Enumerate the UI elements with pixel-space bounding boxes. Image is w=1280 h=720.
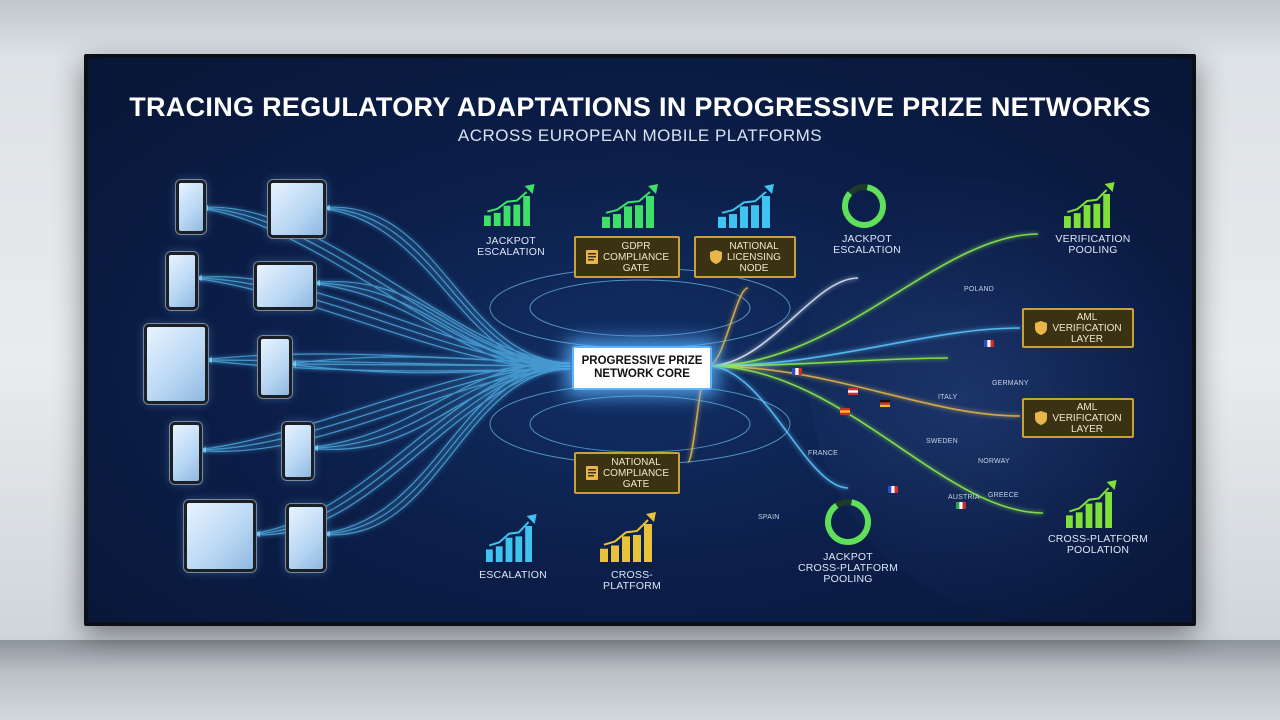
map-country-label: AUSTRIA: [948, 494, 980, 501]
tablet-device: [268, 180, 326, 238]
phone-device: [282, 422, 314, 480]
flag-icon: [888, 486, 898, 493]
bar-chart-up-icon: [1064, 182, 1115, 228]
flag-icon: [956, 502, 966, 509]
phone-device: [170, 422, 202, 484]
tablet-device: [184, 500, 256, 572]
document-icon: [585, 466, 598, 480]
infographic-panel: TRACING REGULATORY ADAPTATIONS IN PROGRE…: [88, 58, 1192, 622]
phone-device: [286, 504, 326, 572]
tablet-device: [254, 262, 316, 310]
map-country-label: GERMANY: [992, 380, 1029, 387]
map-country-label: ITALY: [938, 394, 958, 401]
flag-icon: [792, 368, 802, 375]
bar-chart-up-icon: [602, 184, 658, 228]
flag-icon: [848, 388, 858, 395]
ring-gauge-icon: [825, 499, 871, 545]
core-label-line2: NETWORK CORE: [594, 368, 690, 380]
floor: [0, 640, 1280, 720]
shield-icon: [1035, 411, 1048, 425]
map-country-label: POLAND: [964, 286, 994, 293]
network-core-node: PROGRESSIVE PRIZE NETWORK CORE: [572, 346, 712, 390]
page-subtitle: ACROSS EUROPEAN MOBILE PLATFORMS: [457, 126, 823, 145]
bar-chart-up-icon: [600, 512, 656, 562]
cross-platform-label: CROSS-PLATFORM: [603, 569, 661, 592]
shield-icon: [710, 250, 723, 264]
map-country-label: FRANCE: [808, 450, 838, 457]
flag-icon: [840, 408, 850, 415]
phone-device: [258, 336, 292, 398]
ring-gauge-icon: [842, 184, 886, 228]
bar-chart-up-icon: [1066, 480, 1117, 528]
page-title: TRACING REGULATORY ADAPTATIONS IN PROGRE…: [129, 92, 1151, 122]
map-country-label: SWEDEN: [926, 438, 958, 445]
bar-chart-up-icon: [718, 184, 774, 228]
map-country-label: SPAIN: [758, 514, 780, 521]
bar-chart-up-icon: [486, 514, 537, 562]
map-country-label: NORWAY: [978, 458, 1010, 465]
phone-device: [176, 180, 206, 234]
shield-icon: [1035, 321, 1048, 335]
flag-icon: [984, 340, 994, 347]
map-country-label: GREECE: [988, 492, 1019, 499]
bar-chart-up-icon: [484, 184, 535, 226]
phone-device: [166, 252, 198, 310]
core-label-line1: PROGRESSIVE PRIZE: [581, 355, 703, 367]
flag-icon: [880, 400, 890, 407]
tablet-device: [144, 324, 208, 404]
display-screen: TRACING REGULATORY ADAPTATIONS IN PROGRE…: [84, 54, 1196, 626]
escalation-label: ESCALATION: [479, 569, 547, 581]
document-icon: [585, 250, 598, 264]
